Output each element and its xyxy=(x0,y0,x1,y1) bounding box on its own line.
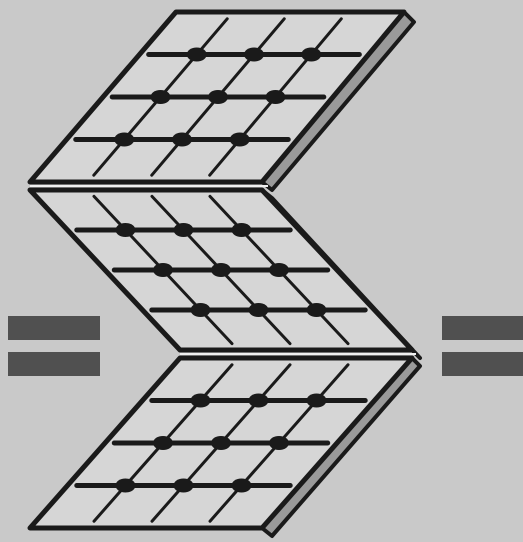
bottom-panel-node-3-3 xyxy=(231,478,252,493)
top-panel-node-3-3 xyxy=(229,132,250,147)
bottom-panel-node-3-2 xyxy=(269,436,289,450)
bottom-panel-grid xyxy=(74,363,368,523)
top-panel-node-2-2 xyxy=(208,90,228,104)
top-panel-node-2-1 xyxy=(244,47,264,62)
right-bar-top xyxy=(442,316,523,340)
middle-panel-node-3-1 xyxy=(231,223,252,237)
middle-panel-node-3-2 xyxy=(269,263,289,277)
top-panel-node-1-2 xyxy=(150,90,171,104)
middle-panel-node-2-1 xyxy=(173,223,194,237)
panel-stack xyxy=(27,9,422,538)
bottom-panel-node-1-3 xyxy=(115,478,136,493)
bottom-panel-node-2-3 xyxy=(173,478,194,493)
bottom-panel-node-1-1 xyxy=(190,393,211,408)
top-panel-node-1-1 xyxy=(186,47,207,62)
middle-panel-node-2-2 xyxy=(211,263,231,277)
left-bar-top xyxy=(8,316,100,340)
middle-panel-grid xyxy=(74,194,368,346)
top-panel-node-3-1 xyxy=(301,47,322,62)
middle-panel-node-1-2 xyxy=(153,263,173,277)
top-panel-node-3-2 xyxy=(265,90,286,104)
middle-panel xyxy=(27,187,422,360)
middle-panel-node-2-3 xyxy=(248,303,269,317)
bottom-panel xyxy=(27,355,422,538)
top-panel-node-2-3 xyxy=(172,132,192,147)
top-panel-node-1-3 xyxy=(114,132,135,147)
right-equals-bars xyxy=(442,316,523,376)
top-panel xyxy=(27,9,416,192)
middle-panel-node-1-1 xyxy=(115,223,136,237)
left-equals-bars xyxy=(8,316,100,376)
middle-panel-node-1-3 xyxy=(190,303,211,317)
top-panel-grid xyxy=(73,17,362,177)
bottom-panel-node-3-1 xyxy=(306,393,327,408)
right-bar-bottom xyxy=(442,352,523,376)
hinge-lines xyxy=(30,185,416,355)
left-bar-bottom xyxy=(8,352,100,376)
bottom-panel-node-1-2 xyxy=(153,436,173,450)
middle-panel-node-3-3 xyxy=(306,303,327,317)
bottom-panel-node-2-1 xyxy=(248,393,269,408)
bottom-panel-node-2-2 xyxy=(211,436,231,450)
